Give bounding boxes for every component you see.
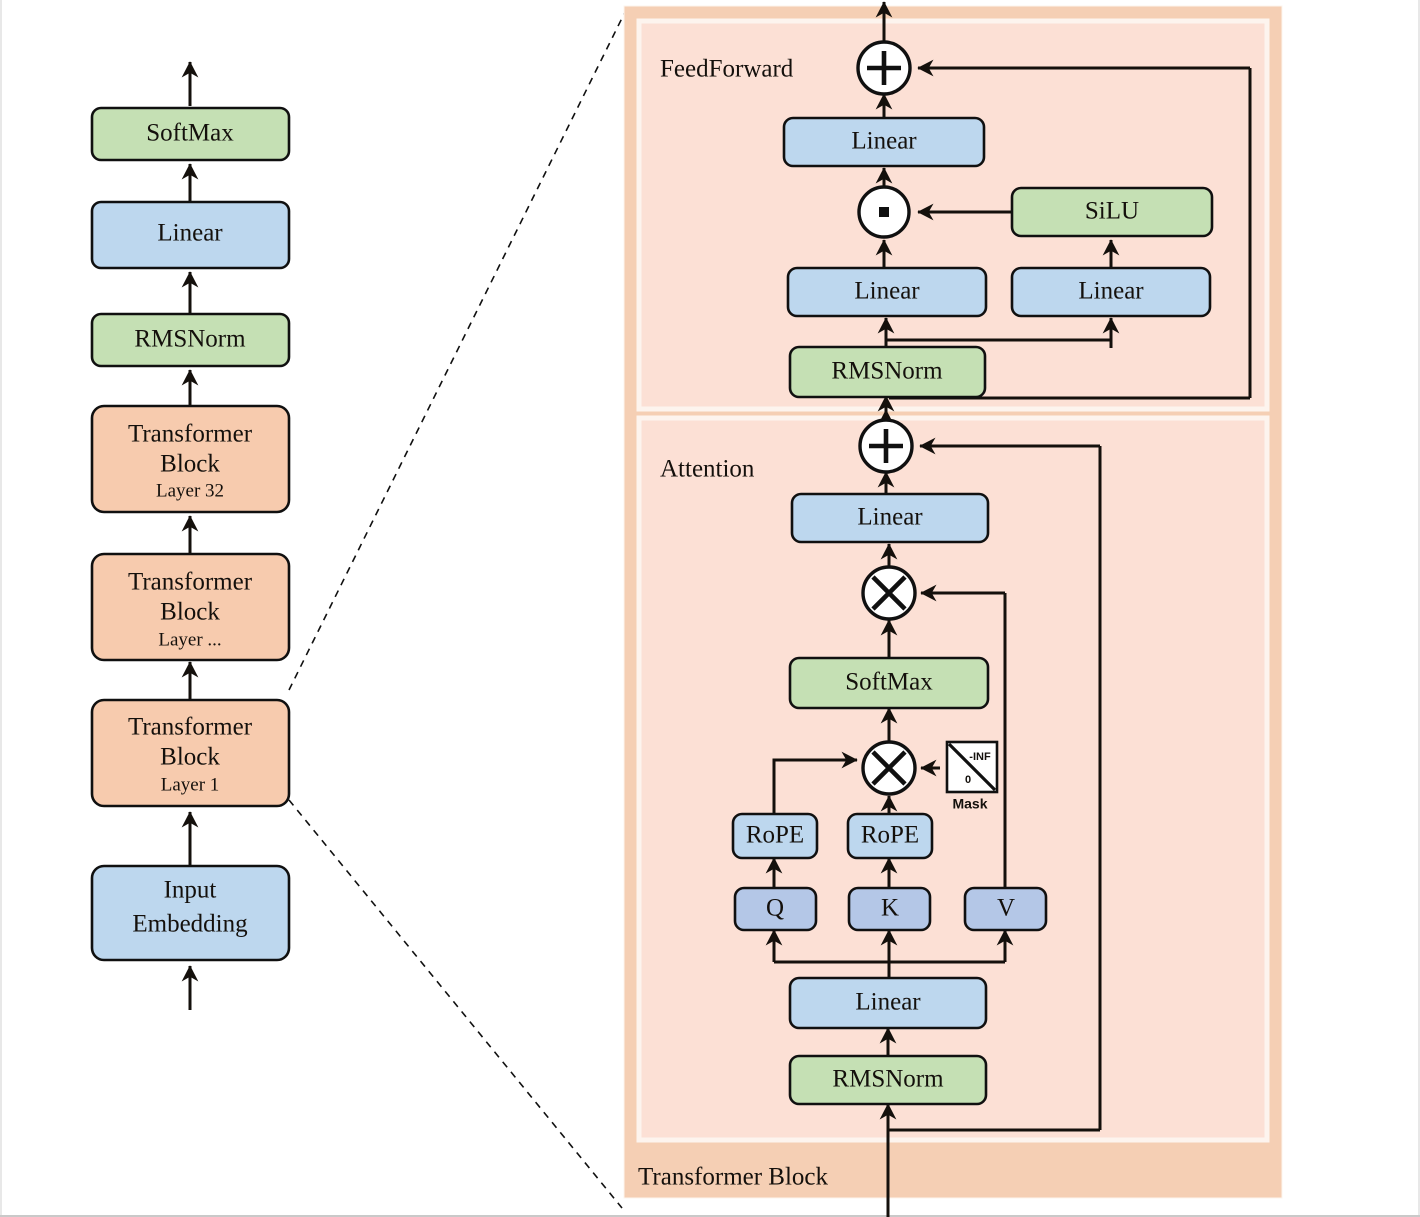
mask-lower-value: 0 bbox=[965, 774, 971, 786]
attn-node-linear-out-label: Linear bbox=[857, 504, 923, 531]
attn-node-rope-q[interactable]: RoPE bbox=[731, 812, 819, 860]
attn-node-matmul-operator-upper[interactable] bbox=[861, 565, 917, 621]
attn-node-k-label: K bbox=[881, 895, 899, 922]
times-icon bbox=[871, 750, 907, 786]
callout-line-top bbox=[288, 5, 629, 691]
overview-node-transformer-block-32[interactable]: Transformer Block Layer 32 bbox=[90, 404, 291, 514]
ff-node-linear-up[interactable]: Linear bbox=[1010, 266, 1212, 318]
overview-blockdots-sublabel: Layer ... bbox=[158, 629, 221, 650]
overview-node-transformer-block-1[interactable]: Transformer Block Layer 1 bbox=[90, 698, 291, 808]
overview-node-input-embedding[interactable]: Input Embedding bbox=[90, 864, 291, 962]
attn-node-rope-k[interactable]: RoPE bbox=[846, 812, 934, 860]
overview-block32-line2: Block bbox=[160, 451, 220, 478]
ff-node-add-operator[interactable] bbox=[856, 40, 912, 96]
overview-embedding-line1: Input bbox=[164, 877, 217, 904]
canvas-right-border bbox=[1418, 0, 1420, 1217]
callout-line-bottom bbox=[288, 799, 623, 1209]
attn-node-v[interactable]: V bbox=[963, 886, 1048, 932]
attn-node-softmax-label: SoftMax bbox=[845, 669, 933, 696]
attn-node-matmul-operator-lower[interactable] bbox=[861, 740, 917, 796]
attn-node-linear-qkv[interactable]: Linear bbox=[788, 976, 988, 1030]
ff-node-rmsnorm[interactable]: RMSNorm bbox=[788, 345, 987, 399]
mask-label: Mask bbox=[952, 796, 987, 812]
attn-node-softmax[interactable]: SoftMax bbox=[788, 656, 990, 710]
ff-node-multiply-operator[interactable] bbox=[857, 185, 911, 239]
ff-node-linear-gate-label: Linear bbox=[854, 278, 920, 305]
overview-node-softmax-label: SoftMax bbox=[146, 120, 234, 147]
mask-diagonal-icon bbox=[947, 742, 997, 792]
times-icon bbox=[871, 575, 907, 611]
attn-node-q-label: Q bbox=[766, 895, 784, 922]
attn-node-linear-out[interactable]: Linear bbox=[790, 492, 990, 544]
canvas-bottom-border bbox=[0, 1215, 1420, 1217]
transformer-block-outer-label: Transformer Block bbox=[638, 1164, 829, 1191]
plus-icon bbox=[869, 429, 903, 463]
attn-node-rmsnorm-label: RMSNorm bbox=[832, 1066, 944, 1093]
overview-node-linear[interactable]: Linear bbox=[90, 200, 291, 270]
overview-block1-line1: Transformer bbox=[128, 714, 253, 741]
ff-node-linear-out[interactable]: Linear bbox=[782, 116, 986, 168]
dot-icon bbox=[879, 207, 889, 217]
mask-upper-value: -INF bbox=[969, 751, 991, 763]
attn-node-v-label: V bbox=[997, 895, 1015, 922]
overview-block1-sublabel: Layer 1 bbox=[161, 774, 220, 795]
overview-node-rmsnorm-label: RMSNorm bbox=[134, 326, 246, 353]
attn-node-q[interactable]: Q bbox=[733, 886, 818, 932]
overview-node-softmax[interactable]: SoftMax bbox=[90, 106, 291, 162]
attn-node-rope-q-label: RoPE bbox=[746, 822, 804, 849]
overview-blockdots-line2: Block bbox=[160, 599, 220, 626]
transformer-block-detail: Transformer Block FeedForward Attention … bbox=[623, 1, 1283, 1217]
overview-embedding-line2: Embedding bbox=[132, 911, 248, 938]
overview-node-transformer-block-dots[interactable]: Transformer Block Layer ... bbox=[90, 552, 291, 662]
ff-node-linear-gate[interactable]: Linear bbox=[786, 266, 988, 318]
overview-block32-line1: Transformer bbox=[128, 421, 253, 448]
overview-block32-sublabel: Layer 32 bbox=[156, 480, 224, 501]
attn-node-k[interactable]: K bbox=[847, 886, 932, 932]
attn-node-rmsnorm[interactable]: RMSNorm bbox=[788, 1054, 988, 1106]
overview-block1-line2: Block bbox=[160, 744, 220, 771]
wire-rope-q-to-matmul1 bbox=[772, 751, 858, 816]
model-overview-column: SoftMax Linear RMSNorm Transformer Block… bbox=[90, 61, 291, 1010]
feedforward-section-label: FeedForward bbox=[660, 56, 794, 83]
attention-section-label: Attention bbox=[660, 456, 755, 483]
attn-node-add-operator[interactable] bbox=[858, 418, 914, 474]
attn-node-rope-k-label: RoPE bbox=[861, 822, 919, 849]
ff-node-silu[interactable]: SiLU bbox=[1010, 186, 1214, 238]
attn-node-mask[interactable]: 0 -INF Mask bbox=[945, 740, 999, 812]
ff-node-rmsnorm-label: RMSNorm bbox=[831, 358, 943, 385]
plus-icon bbox=[867, 51, 901, 85]
overview-node-rmsnorm[interactable]: RMSNorm bbox=[90, 312, 291, 368]
overview-node-linear-label: Linear bbox=[157, 220, 223, 247]
ff-node-linear-up-label: Linear bbox=[1078, 278, 1144, 305]
ff-node-silu-label: SiLU bbox=[1085, 198, 1139, 225]
overview-blockdots-line1: Transformer bbox=[128, 569, 253, 596]
attn-node-linear-qkv-label: Linear bbox=[855, 989, 921, 1016]
ff-node-linear-out-label: Linear bbox=[851, 128, 917, 155]
canvas-left-border bbox=[0, 0, 2, 1217]
